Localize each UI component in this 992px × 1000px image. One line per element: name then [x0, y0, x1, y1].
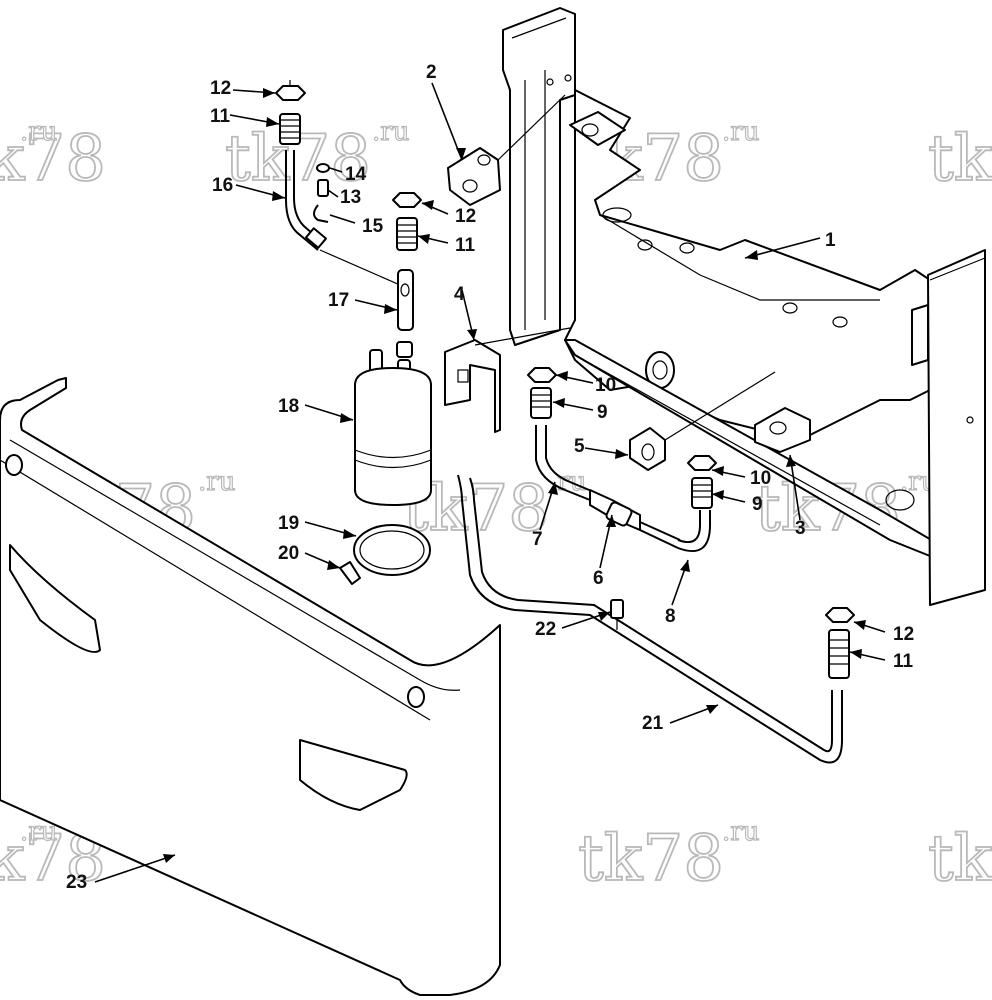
callout-3: 3 — [795, 518, 806, 539]
callout-20: 20 — [278, 543, 299, 564]
watermark-suffix: .ru — [722, 817, 759, 847]
callout-18: 18 — [278, 396, 299, 417]
receiver-drier-18 — [354, 349, 432, 506]
callout-7: 7 — [532, 529, 543, 550]
callout-12: 12 — [210, 78, 231, 99]
callout-15: 15 — [362, 216, 384, 237]
callout-21: 21 — [642, 713, 664, 734]
callout-11-lower: 11 — [893, 651, 914, 672]
callout-11-middle: 11 — [455, 235, 476, 256]
callout-23: 23 — [66, 872, 87, 893]
callout-8: 8 — [665, 606, 676, 627]
callout-17: 17 — [328, 290, 349, 311]
callout-13: 13 — [340, 187, 361, 208]
callout-22: 22 — [535, 619, 556, 640]
callout-19: 19 — [278, 513, 299, 534]
callout-12-middle: 12 — [455, 206, 476, 227]
callout-9-right: 9 — [752, 494, 763, 515]
frame-side-panel — [911, 249, 986, 606]
frame-post — [502, 7, 576, 346]
clip-5 — [629, 371, 776, 471]
watermark-suffix: .ru — [722, 117, 759, 147]
watermark-suffix: .ru — [198, 467, 235, 497]
callout-6: 6 — [593, 568, 604, 589]
hose-21 — [457, 474, 855, 764]
watermark-text: tk78 — [928, 822, 992, 896]
watermark-text: tk78 — [578, 822, 724, 896]
clip-20 — [339, 561, 361, 585]
frame-plate — [564, 89, 941, 561]
watermark-suffix: .ru — [20, 817, 57, 847]
watermark-text: tk78 — [0, 122, 106, 196]
band-clamp-19 — [353, 524, 431, 576]
callout-11: 11 — [210, 106, 231, 127]
cover-23 — [0, 377, 501, 996]
watermark-text: tk78 — [928, 122, 992, 196]
clip-3 — [754, 407, 811, 453]
callout-5: 5 — [574, 436, 585, 457]
bracket-4 — [444, 327, 571, 433]
callout-10-right: 10 — [750, 468, 771, 489]
callout-16: 16 — [212, 175, 233, 196]
callout-12-lower: 12 — [893, 624, 914, 645]
arrowheads — [163, 88, 866, 863]
watermark-suffix: .ru — [372, 117, 409, 147]
callout-1: 1 — [825, 230, 836, 251]
callout-labels: 1 2 3 4 5 6 7 8 9 10 9 10 11 12 13 14 15… — [66, 62, 914, 893]
callout-9: 9 — [597, 402, 608, 423]
callout-2: 2 — [426, 62, 437, 83]
callout-14: 14 — [345, 164, 367, 185]
callout-10: 10 — [595, 375, 616, 396]
callout-4: 4 — [454, 284, 465, 305]
bracket-2 — [447, 94, 566, 206]
fittings-upper — [275, 80, 422, 358]
watermark-suffix: .ru — [20, 117, 57, 147]
